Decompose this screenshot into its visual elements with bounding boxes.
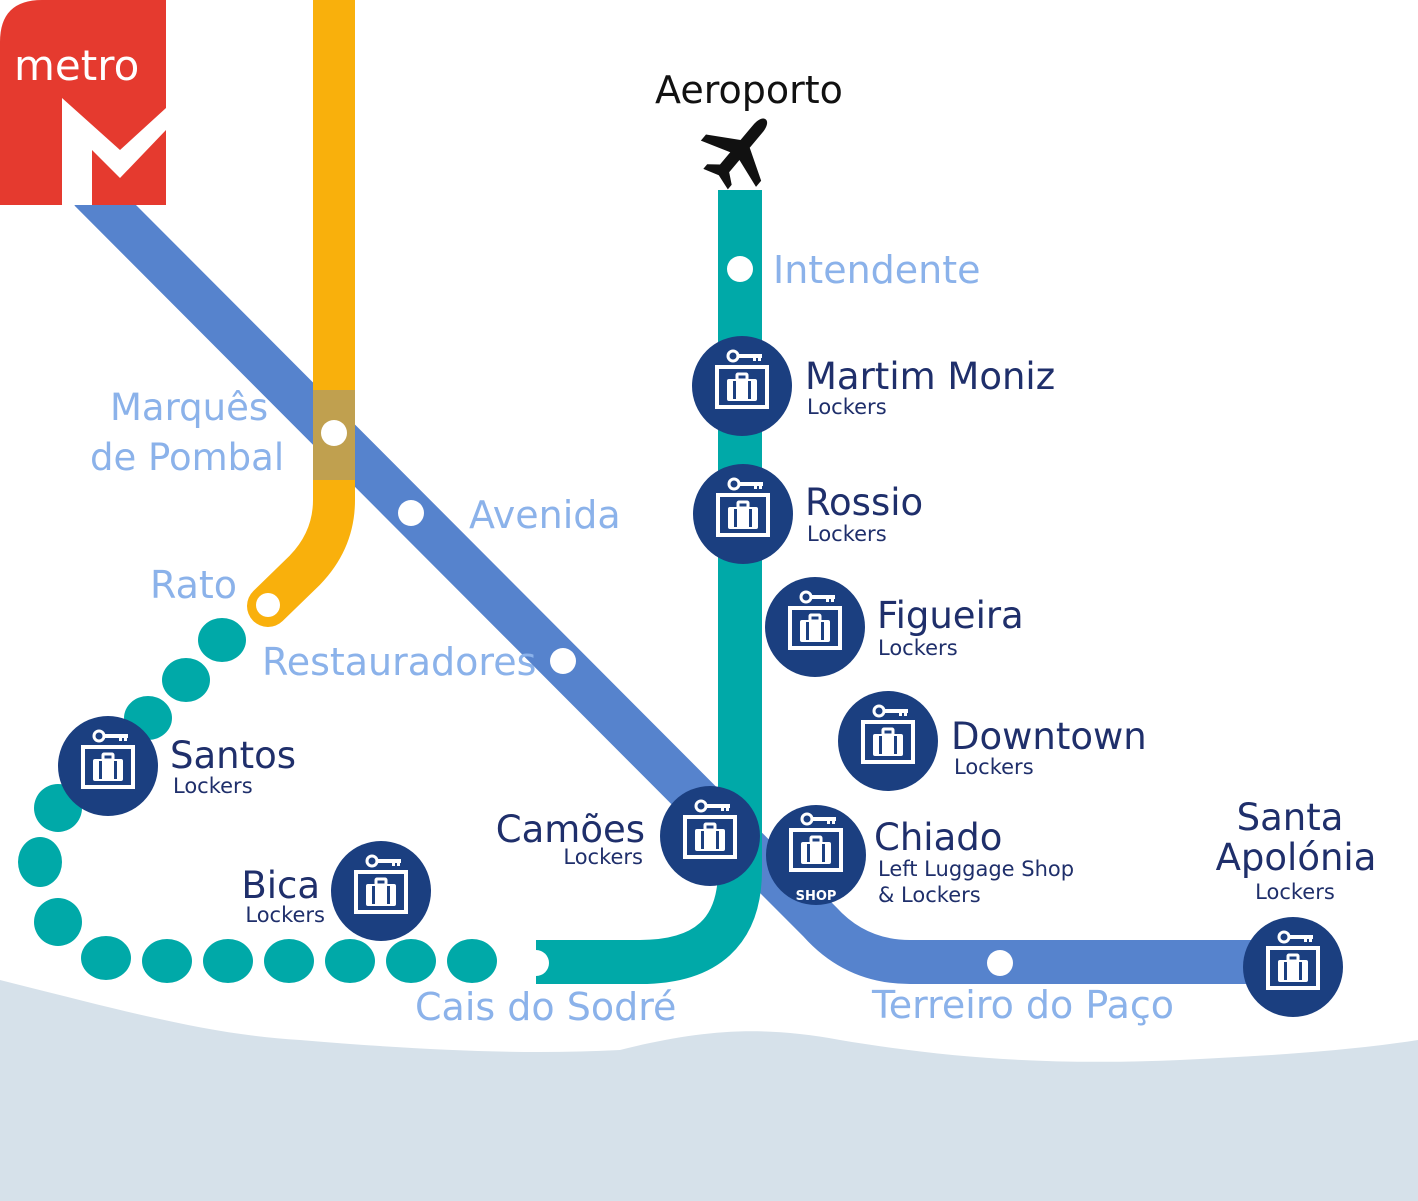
station-label-camoes[interactable]: Camões [496, 808, 645, 851]
yellow-line [247, 0, 355, 627]
station-sub-chiado-2: & Lockers [878, 883, 981, 907]
station-sub-chiado-1: Left Luggage Shop [878, 857, 1074, 881]
station-label-avenida[interactable]: Avenida [469, 493, 621, 537]
locker-badge-santos[interactable] [58, 716, 158, 816]
locker-badge-chiado[interactable]: SHOP [766, 805, 866, 905]
station-sub-camoes: Lockers [563, 845, 643, 869]
station-label-bica[interactable]: Bica [241, 864, 320, 907]
station-sub-santos: Lockers [173, 774, 253, 798]
station-sub-figueira: Lockers [878, 636, 958, 660]
locker-badge-rossio[interactable] [693, 464, 793, 564]
station-dot-restauradores[interactable] [550, 648, 576, 674]
station-label-restauradores[interactable]: Restauradores [262, 640, 536, 684]
locker-badge-martim-moniz[interactable] [692, 336, 792, 436]
metro-logo-icon: metro [0, 0, 166, 205]
locker-badge-bica[interactable] [331, 841, 431, 941]
airplane-icon [700, 118, 768, 190]
green-dashed-line [18, 618, 497, 983]
shop-badge-text: SHOP [796, 889, 837, 904]
green-line [536, 190, 762, 984]
station-sub-martim-moniz: Lockers [807, 395, 887, 419]
station-label-terreiro-do-paco[interactable]: Terreiro do Paço [871, 983, 1174, 1027]
station-sub-bica: Lockers [245, 903, 325, 927]
station-label-santa-apolonia-2[interactable]: Apolónia [1216, 836, 1377, 879]
station-dot-cais-do-sodre[interactable] [523, 950, 549, 976]
station-label-rato[interactable]: Rato [150, 563, 237, 607]
station-dot-intendente[interactable] [727, 256, 753, 282]
station-label-marques-2[interactable]: de Pombal [90, 436, 284, 479]
blue-line [74, 174, 1290, 984]
station-label-chiado[interactable]: Chiado [874, 816, 1002, 859]
station-label-rossio[interactable]: Rossio [805, 481, 923, 524]
airport-label: Aeroporto [655, 68, 843, 112]
station-sub-santa-apolonia: Lockers [1255, 880, 1335, 904]
station-dot-terreiro-do-paco[interactable] [987, 950, 1013, 976]
station-label-cais-do-sodre[interactable]: Cais do Sodré [415, 985, 676, 1029]
station-dot-avenida[interactable] [398, 500, 424, 526]
station-label-martim-moniz[interactable]: Martim Moniz [805, 355, 1055, 398]
station-sub-downtown: Lockers [954, 755, 1034, 779]
locker-badge-downtown[interactable] [838, 691, 938, 791]
station-label-downtown[interactable]: Downtown [951, 715, 1147, 758]
locker-badge-santa-apolonia[interactable] [1243, 917, 1343, 1017]
station-label-figueira[interactable]: Figueira [877, 594, 1024, 637]
logo-text: metro [14, 41, 139, 90]
station-label-santos[interactable]: Santos [170, 734, 296, 777]
locker-badge-camoes[interactable] [660, 786, 760, 886]
station-label-intendente[interactable]: Intendente [773, 248, 981, 292]
locker-badge-figueira[interactable] [765, 577, 865, 677]
river-area [0, 980, 1418, 1201]
station-label-marques-1[interactable]: Marquês [110, 386, 268, 429]
station-label-santa-apolonia-1[interactable]: Santa [1237, 796, 1344, 839]
station-dot-marques[interactable] [321, 420, 347, 446]
station-sub-rossio: Lockers [807, 522, 887, 546]
station-dot-rato[interactable] [256, 593, 280, 617]
